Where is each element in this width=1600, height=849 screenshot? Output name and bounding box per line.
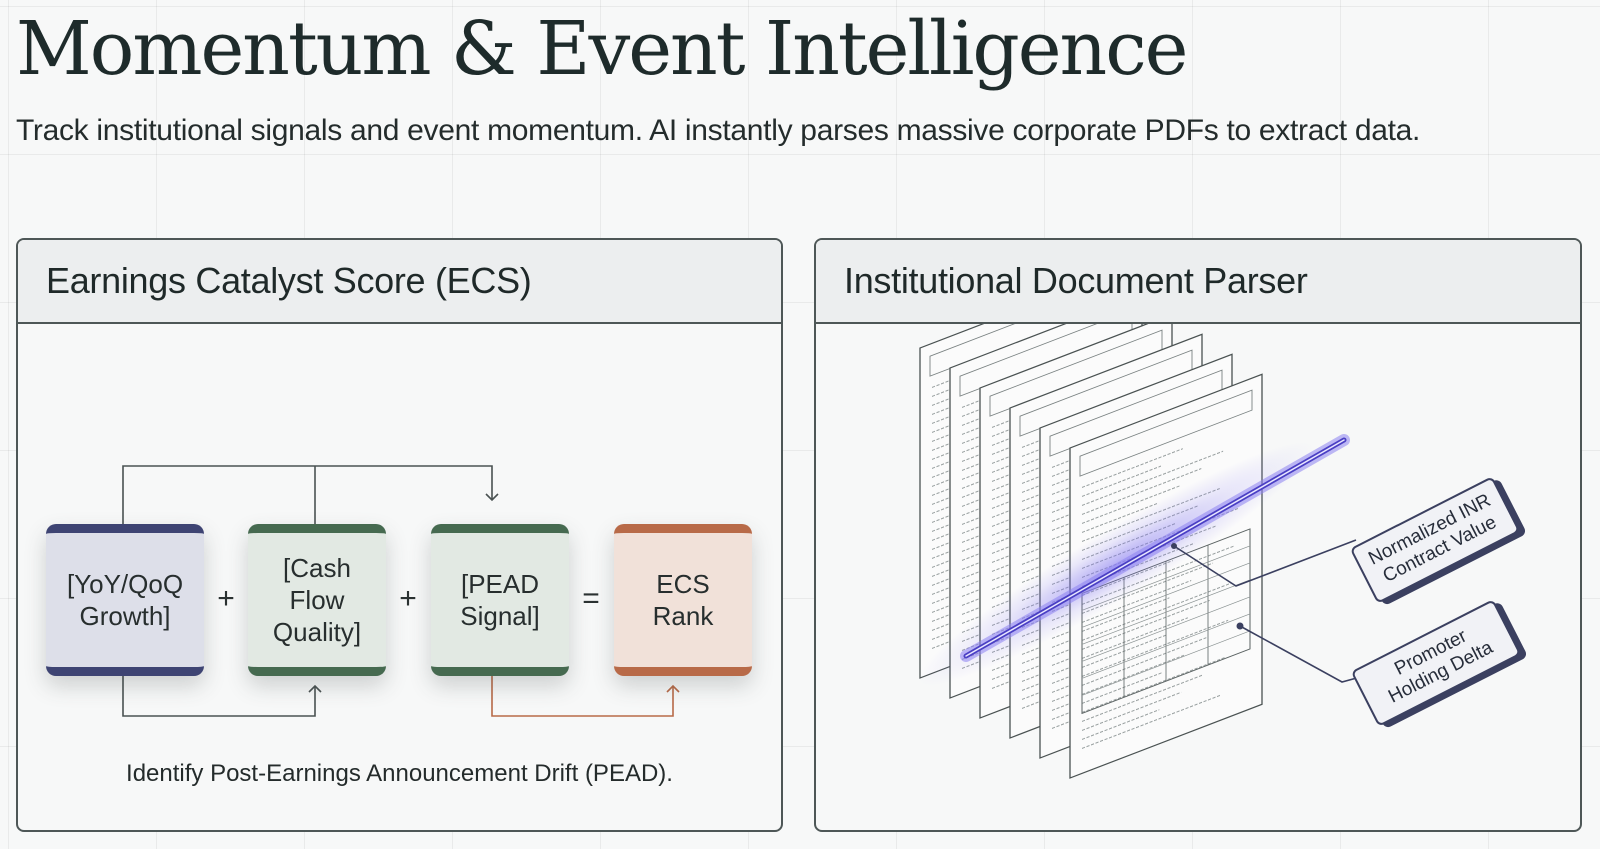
connector-pead-to-ecs	[491, 676, 680, 717]
connector-growth-to-cashflow	[122, 676, 322, 717]
node-pead-signal: [PEAD Signal]	[431, 524, 569, 676]
equals-operator: =	[582, 582, 600, 615]
node-cash-flow-quality: [Cash Flow Quality]	[248, 524, 386, 676]
node-yoy-qoq-growth: [YoY/QoQ Growth]	[46, 524, 204, 676]
document-stack-illustration	[918, 324, 1365, 779]
connector-growth-to-pead	[122, 465, 499, 524]
ecs-caption: Identify Post-Earnings Announcement Drif…	[126, 760, 673, 787]
node-ecs-rank: ECS Rank	[614, 524, 752, 676]
ecs-panel-title: Earnings Catalyst Score (ECS)	[18, 240, 781, 324]
ecs-connectors	[122, 465, 680, 717]
scan-beam	[918, 434, 1350, 686]
page-title: Momentum & Event Intelligence	[16, 6, 1188, 92]
parser-panel-title: Institutional Document Parser	[816, 240, 1580, 324]
parser-illustration: Normalized INR Contract Value Promoter H…	[816, 324, 1580, 830]
ecs-panel: Earnings Catalyst Score (ECS) [YoY/QoQ G…	[16, 238, 783, 832]
ecs-diagram: [YoY/QoQ Growth] + [Cash Flow Quality] +…	[18, 324, 781, 830]
parser-panel: Institutional Document Parser	[814, 238, 1582, 832]
plus-operator: +	[399, 582, 417, 615]
page-subtitle: Track institutional signals and event mo…	[16, 114, 1421, 147]
plus-operator: +	[217, 582, 235, 615]
